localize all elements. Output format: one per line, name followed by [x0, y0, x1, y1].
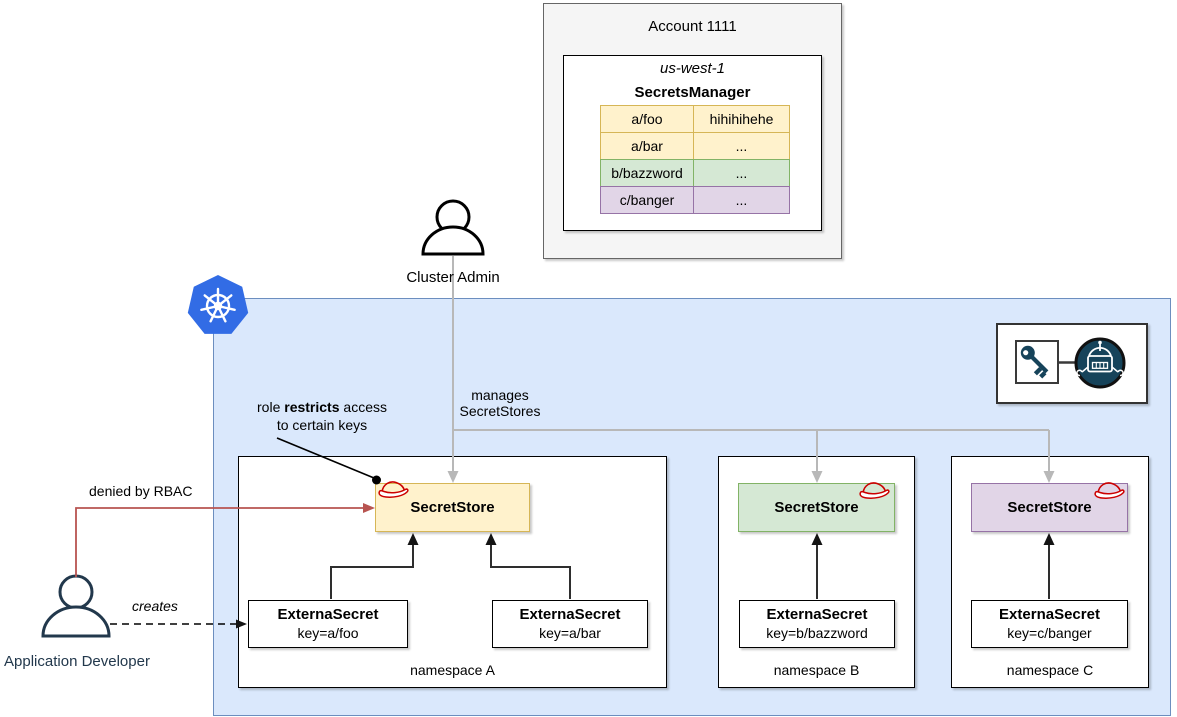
externalsecret-a1-box: ExternaSecret key=a/foo: [248, 600, 408, 648]
secret-value-cell: ...: [693, 186, 790, 214]
secret-key-cell: b/bazzword: [600, 159, 694, 187]
secretstore-label: SecretStore: [410, 499, 495, 516]
externalsecret-title: ExternaSecret: [519, 606, 621, 623]
region-title: us-west-1: [659, 60, 726, 77]
role-note-pre: role: [257, 399, 285, 415]
externalsecret-title: ExternaSecret: [277, 606, 379, 623]
person-icon: [41, 574, 111, 638]
externalsecret-key: key=c/banger: [1007, 625, 1092, 641]
secret-key-cell: a/bar: [600, 132, 694, 160]
externalsecret-key: key=b/bazzword: [766, 625, 868, 641]
redhat-icon: [1093, 480, 1127, 506]
namespace-label: namespace C: [1006, 662, 1094, 678]
role-restricts-note: role restricts access to certain keys: [232, 398, 412, 434]
secrets-table: a/foo hihihihehe a/bar ... b/bazzword ..…: [600, 105, 790, 214]
externalsecret-title: ExternaSecret: [999, 606, 1100, 623]
secretstore-b-box: SecretStore: [738, 483, 895, 532]
cluster-admin-label: Cluster Admin: [406, 269, 500, 286]
role-note-post: access: [339, 399, 387, 415]
role-note-bold: restricts: [284, 399, 340, 415]
secretsmanager-title: SecretsManager: [634, 84, 751, 101]
key-icon: [1020, 345, 1049, 379]
cluster-admin-figure: [421, 196, 485, 259]
externalsecret-b-box: ExternaSecret key=b/bazzword: [739, 600, 895, 648]
externalsecret-title: ExternaSecret: [766, 606, 868, 623]
externalsecret-key: key=a/foo: [297, 625, 359, 641]
eso-logo-box: [996, 323, 1148, 404]
table-row: c/banger ...: [600, 186, 790, 214]
namespace-label: namespace A: [410, 662, 495, 678]
role-note-line2: to certain keys: [276, 417, 368, 433]
externalsecret-a2-box: ExternaSecret key=a/bar: [492, 600, 648, 648]
manages-secretstores-label: manages SecretStores: [444, 387, 556, 419]
externalsecret-key: key=a/bar: [539, 625, 601, 641]
namespace-label: namespace B: [773, 662, 860, 678]
account-title: Account 1111: [648, 18, 737, 35]
app-developer-label: Application Developer: [4, 653, 150, 670]
secret-value-cell: ...: [693, 132, 790, 160]
externalsecret-c-box: ExternaSecret key=c/banger: [971, 600, 1128, 648]
manages-line1: manages: [471, 387, 529, 403]
redhat-icon: [858, 480, 892, 506]
person-icon: [421, 199, 485, 256]
kubernetes-logo-icon: [186, 274, 250, 341]
robot-icon: [1074, 337, 1126, 389]
table-row: a/foo hihihihehe: [600, 105, 790, 133]
secret-key-cell: a/foo: [600, 105, 694, 133]
table-row: b/bazzword ...: [600, 159, 790, 187]
secret-value-cell: hihihihehe: [693, 105, 790, 133]
manages-line2: SecretStores: [459, 403, 541, 419]
app-developer-figure: [40, 572, 112, 641]
denied-by-rbac-label: denied by RBAC: [89, 483, 193, 499]
secretstore-label: SecretStore: [1007, 499, 1092, 516]
creates-label: creates: [132, 598, 178, 614]
secretstore-c-box: SecretStore: [971, 483, 1128, 532]
secret-key-cell: c/banger: [600, 186, 694, 214]
redhat-icon: [377, 479, 411, 505]
secret-value-cell: ...: [693, 159, 790, 187]
secretstore-label: SecretStore: [774, 499, 859, 516]
table-row: a/bar ...: [600, 132, 790, 160]
